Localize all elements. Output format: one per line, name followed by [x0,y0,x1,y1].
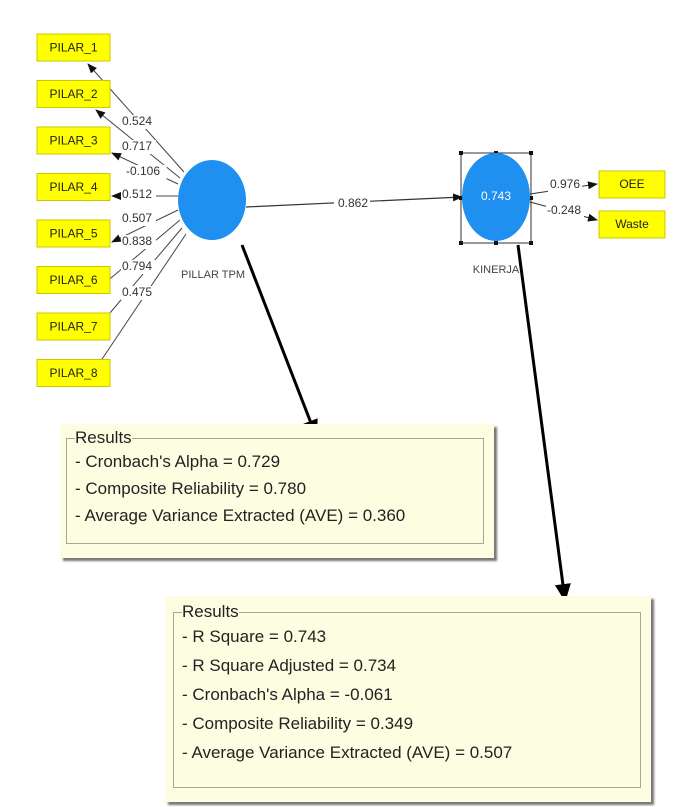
indicator-pilar-1[interactable] [36,33,111,62]
loading-label-bg [121,212,156,226]
loading-label-bg [121,286,156,300]
results-panel-kinerja: Results - R Square = 0.743 - R Square Ad… [165,596,651,802]
indicator-pilar-2[interactable] [36,80,111,108]
indicator-label: PILAR_5 [49,227,97,241]
loading-value-oee: 0.976 [550,177,580,191]
pillar-indicators: PILAR_1PILAR_2PILAR_3PILAR_4PILAR_5PILAR… [36,33,111,387]
indicator-waste-label: Waste [615,217,649,231]
indicator-label: PILAR_6 [49,273,97,287]
loading-label-bg [121,260,156,274]
indicator-oee-label: OEE [619,177,644,191]
result-row: - Composite Reliability = 0.780 [75,479,307,498]
indicator-pilar-4[interactable] [36,173,111,201]
loading-value: 0.512 [122,187,152,201]
indicator-pilar-6[interactable] [36,266,111,294]
loading-bg-oee [548,178,582,192]
loading-label-bg [121,140,156,154]
loading-value: 0.507 [122,211,152,225]
loading-value: 0.838 [122,234,152,248]
loading-value: -0.106 [126,164,160,178]
indicator-pilar-7[interactable] [36,312,111,341]
results-title: Results [182,602,239,621]
latent-pillar-tpm[interactable] [178,160,246,240]
result-row: - Average Variance Extracted (AVE) = 0.5… [182,743,513,762]
results-group: Results - R Square = 0.743 - R Square Ad… [173,602,641,788]
loading-label-bg [121,235,156,249]
kinerja-r-square: 0.743 [481,189,511,203]
indicator-waste[interactable] [598,210,666,239]
latent-kinerja[interactable] [462,153,530,241]
indicator-label: PILAR_4 [49,180,97,194]
callout-arrow-kinerja [516,244,571,602]
path-coefficient: 0.862 [338,196,368,210]
indicator-oee[interactable] [598,170,666,199]
loading-edge[interactable] [98,219,181,289]
loading-value: 0.524 [122,114,152,128]
result-row: - Average Variance Extracted (AVE) = 0.3… [75,506,406,525]
indicator-label: PILAR_2 [49,87,97,101]
indicator-pilar-8[interactable] [36,359,111,387]
indicator-label: PILAR_7 [49,320,97,334]
path-coef-bg [334,195,370,211]
result-row: - Composite Reliability = 0.349 [182,714,414,733]
callout-arrow-pillar [240,244,318,438]
result-row: - Cronbach's Alpha = 0.729 [75,452,281,471]
loading-bg-waste [546,204,584,218]
results-panel-pillar-tpm: Results - Cronbach's Alpha = 0.729 - Com… [60,424,494,558]
result-row: - R Square Adjusted = 0.734 [182,656,397,675]
latent-kinerja-label: KINERJA [473,264,520,276]
results-group: Results - Cronbach's Alpha = 0.729 - Com… [66,428,484,544]
indicator-label: PILAR_8 [49,366,97,380]
loading-value: 0.717 [122,139,152,153]
loading-value: 0.794 [122,259,152,273]
results-title: Results [75,428,132,447]
indicator-label: PILAR_3 [49,134,97,148]
result-row: - R Square = 0.743 [182,627,327,646]
indicator-label: PILAR_1 [49,41,97,55]
loading-label-bg [121,115,156,129]
loading-label-bg [121,188,156,202]
latent-pillar-tpm-label: PILLAR TPM [181,269,245,281]
pillar-loading-edges: 0.524 0.717 -0.106 0.512 0.507 0.838 0.794 0.47… [87,63,187,381]
loading-value: 0.475 [122,285,152,299]
loading-value-waste: -0.248 [547,203,581,217]
loading-label-bg [125,165,167,179]
loading-edge[interactable] [87,233,187,381]
result-row: - Cronbach's Alpha = -0.061 [182,685,393,704]
indicator-pilar-3[interactable] [36,126,111,155]
indicator-pilar-5[interactable] [36,219,111,248]
